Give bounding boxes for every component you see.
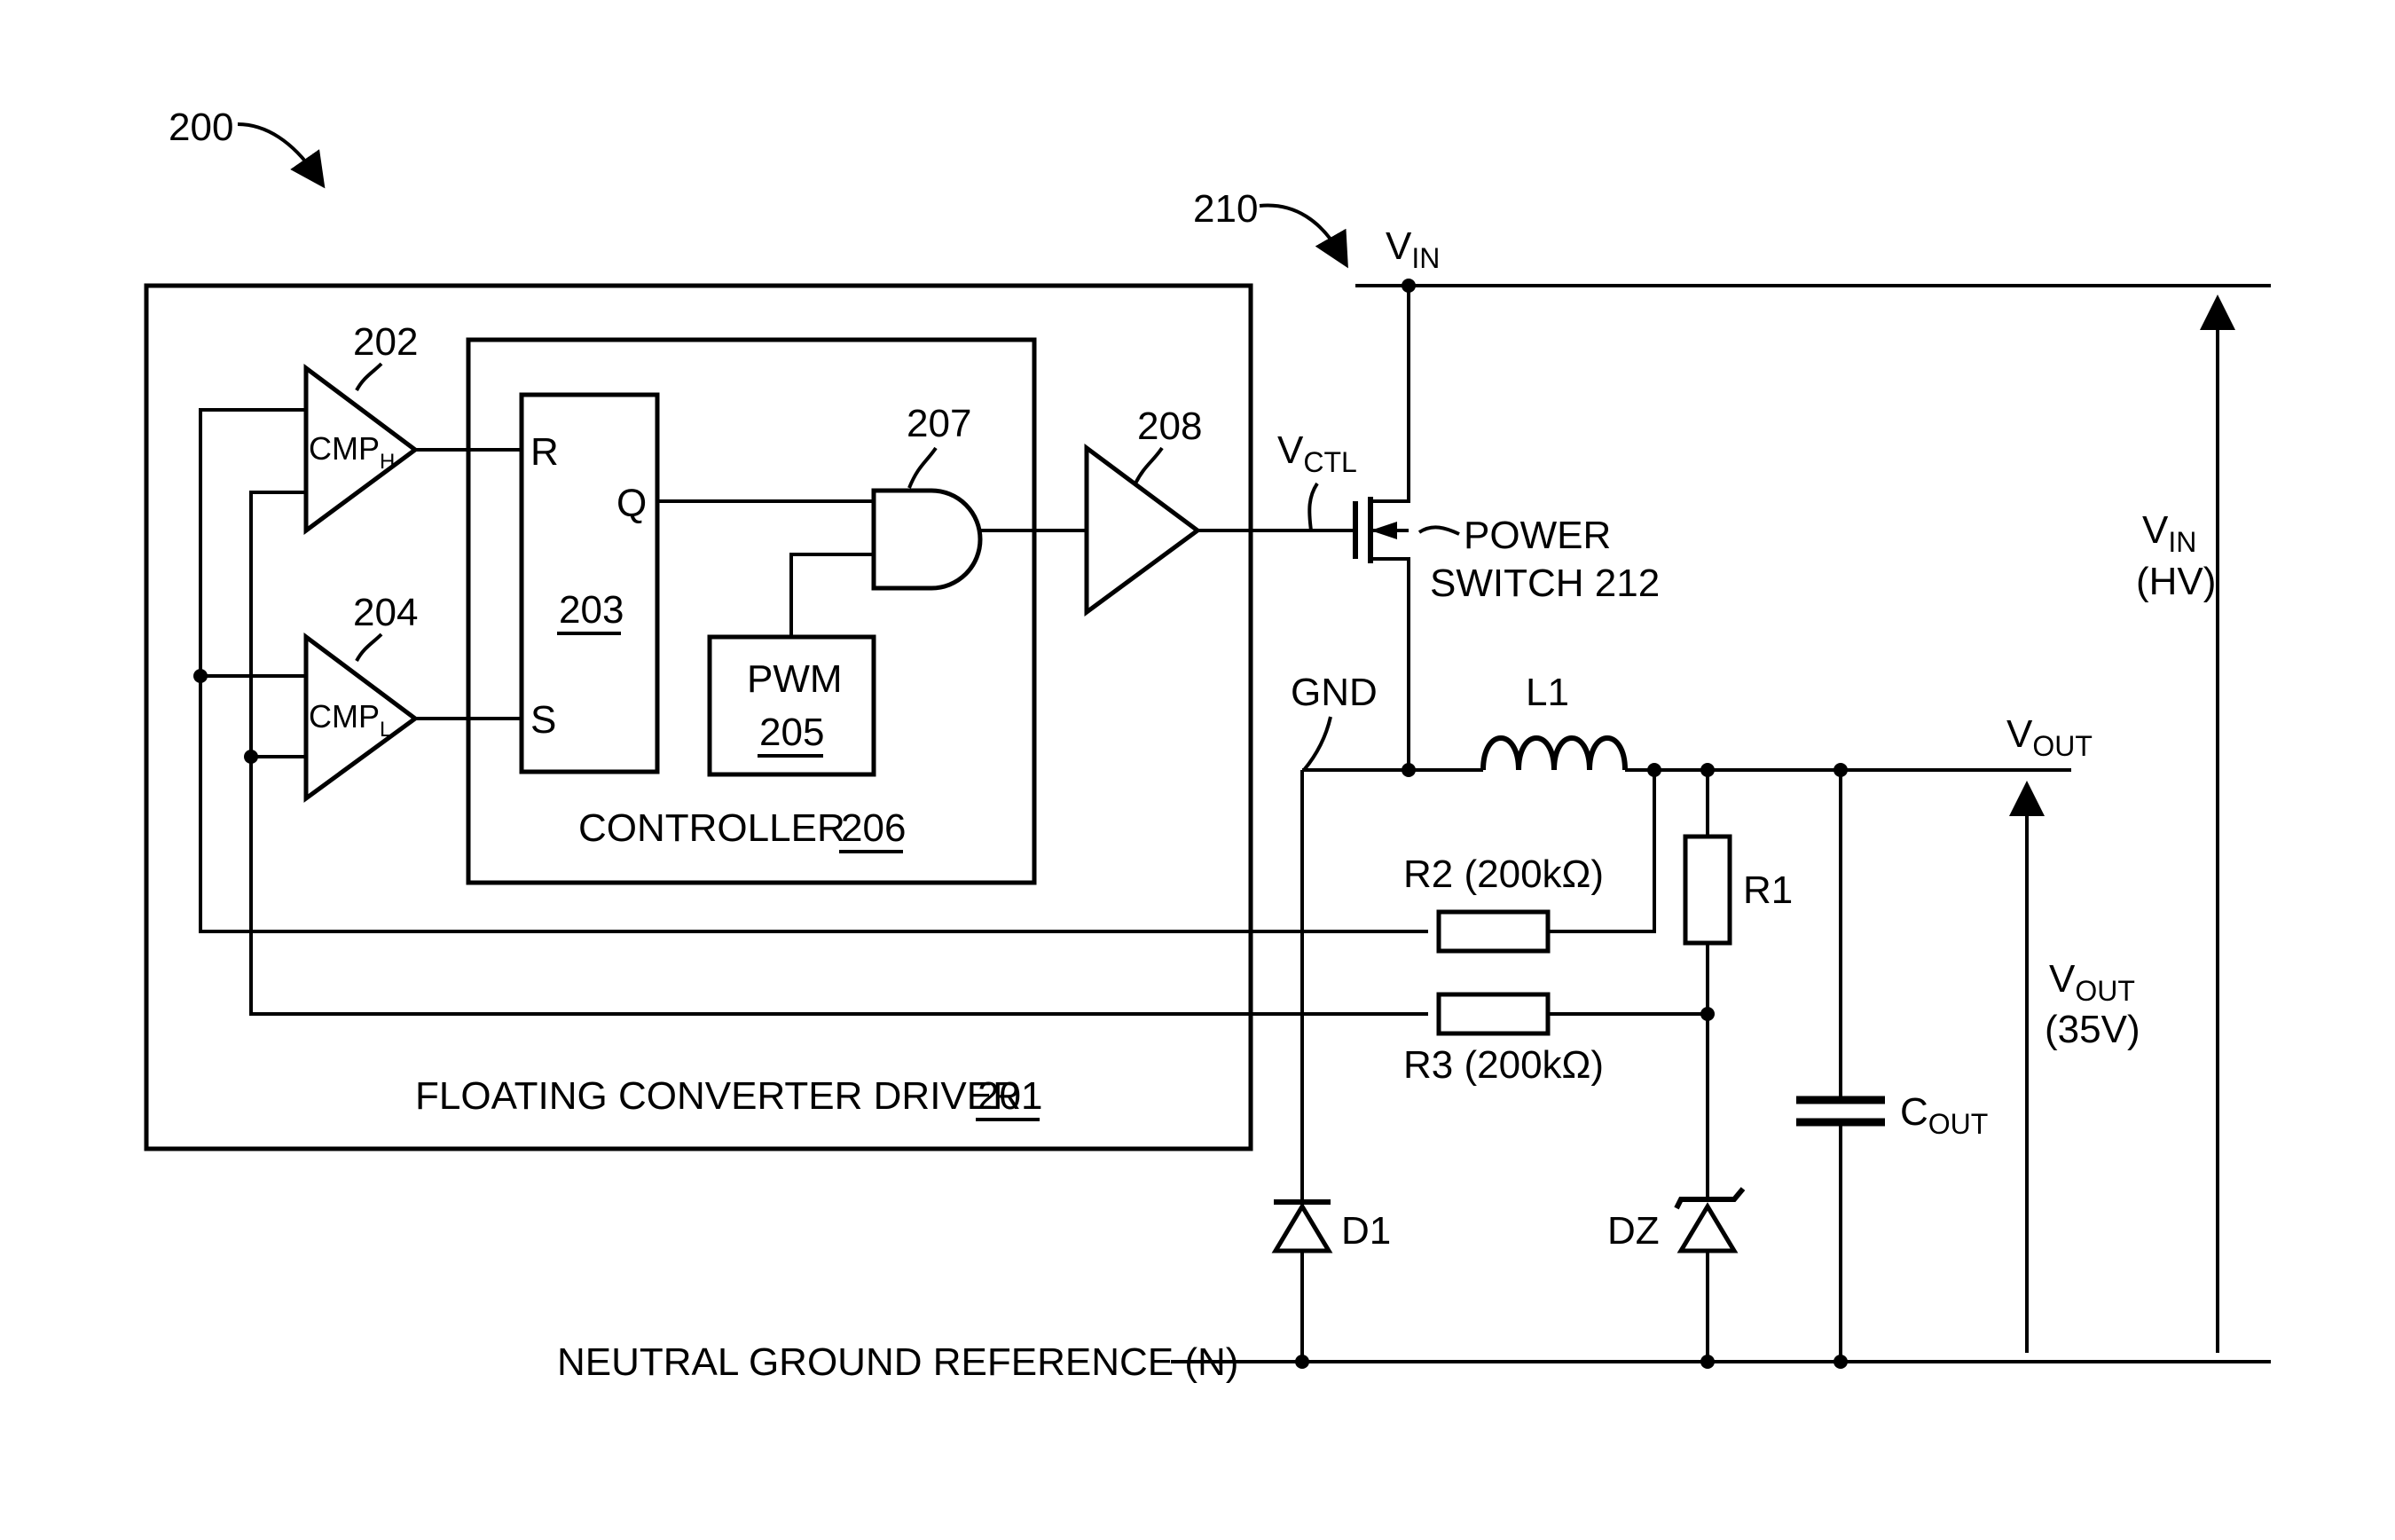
- flipflop-ref: 203: [559, 588, 624, 632]
- junction-dot: [1834, 1355, 1848, 1369]
- vout-right-line2: (35V): [2045, 1008, 2140, 1051]
- vout-top-label: VOUT: [2006, 712, 2093, 762]
- cout-label: COUT: [1900, 1090, 1988, 1140]
- resistor-r2: [1439, 912, 1548, 951]
- vctl-leader: [1309, 483, 1317, 530]
- figure-ref-200: 200: [169, 106, 233, 149]
- vctl-label: VCTL: [1277, 428, 1357, 478]
- gnd-label: GND: [1291, 671, 1378, 714]
- driver-ref: 201: [978, 1074, 1042, 1118]
- buffer-ref: 208: [1137, 405, 1202, 448]
- vin-right-label: VIN: [2142, 508, 2196, 558]
- and-gate-207: [874, 491, 980, 588]
- vin-right-line2: (HV): [2136, 560, 2216, 603]
- d1-label: D1: [1341, 1209, 1391, 1253]
- pwm-ref: 205: [759, 711, 824, 754]
- zener-dz: [1681, 1206, 1734, 1251]
- junction-dot: [1700, 1355, 1715, 1369]
- r2-label: R2 (200kΩ): [1403, 852, 1604, 896]
- driver-label: FLOATING CONVERTER DRIVER: [415, 1074, 1021, 1118]
- flipflop-pin-q: Q: [616, 482, 647, 525]
- vout-right-label: VOUT: [2049, 957, 2135, 1007]
- controller-ref: 206: [841, 806, 906, 850]
- r1-label: R1: [1743, 868, 1793, 912]
- r3-label: R3 (200kΩ): [1403, 1043, 1604, 1087]
- power-switch-source: [1370, 559, 1409, 770]
- wire-r2-right: [1548, 770, 1654, 931]
- vin-top-label: VIN: [1386, 224, 1440, 274]
- comparator-low-ref: 204: [353, 591, 418, 634]
- converter-ref-210: 210: [1193, 187, 1258, 231]
- diode-d1: [1276, 1206, 1329, 1251]
- pwm-label: PWM: [747, 657, 843, 701]
- power-switch-line1: POWER: [1464, 514, 1611, 557]
- neutral-label: NEUTRAL GROUND REFERENCE (N): [557, 1340, 1238, 1384]
- inductor-l1: [1483, 738, 1625, 770]
- figure-ref-arrow: [238, 124, 315, 174]
- flipflop-pin-s: S: [530, 698, 556, 742]
- zener-bar: [1676, 1189, 1743, 1208]
- gnd-leader: [1304, 717, 1331, 770]
- comparator-high-ref: 202: [353, 320, 418, 364]
- power-switch-leader: [1419, 527, 1459, 534]
- controller-label: CONTROLLER: [578, 806, 845, 850]
- power-switch-drain: [1370, 286, 1409, 501]
- junction-dot: [1402, 279, 1416, 293]
- flipflop-pin-r: R: [530, 430, 559, 474]
- inductor-label: L1: [1526, 671, 1569, 714]
- converter-ref-arrow: [1260, 206, 1339, 253]
- and-gate-ref: 207: [907, 402, 971, 445]
- power-switch-line2: SWITCH 212: [1430, 562, 1660, 605]
- junction-dot: [244, 750, 258, 764]
- junction-dot: [1295, 1355, 1309, 1369]
- junction-dot: [193, 669, 208, 683]
- dz-label: DZ: [1607, 1209, 1660, 1253]
- resistor-r3: [1439, 994, 1548, 1033]
- resistor-r1: [1685, 837, 1730, 943]
